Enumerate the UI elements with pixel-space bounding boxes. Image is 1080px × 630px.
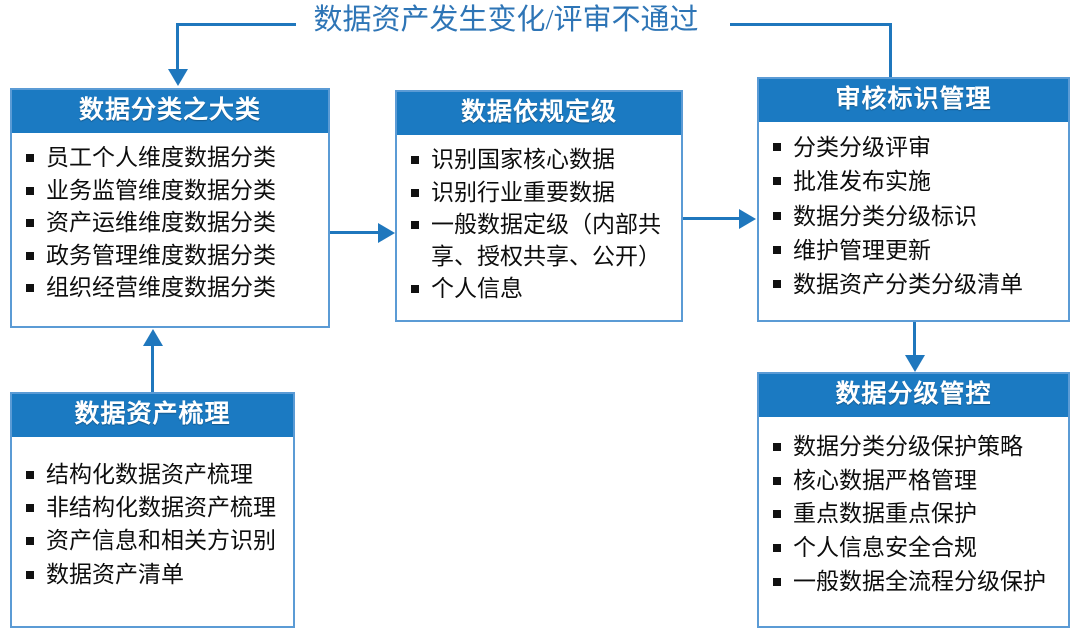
- list-item: 政务管理维度数据分类: [24, 240, 322, 272]
- connector-category-to-grading: [330, 231, 379, 234]
- connector-survey-to-category: [151, 345, 154, 392]
- list-item: 资产运维维度数据分类: [24, 207, 322, 239]
- box-audit-mark[interactable]: 审核标识管理 分类分级评审 批准发布实施 数据分类分级标识 维护管理更新 数据资…: [757, 77, 1070, 322]
- list-item: 组织经营维度数据分类: [24, 272, 322, 304]
- box-level-control-title: 数据分级管控: [759, 374, 1068, 417]
- list-item: 个人信息安全合规: [771, 532, 1062, 565]
- list-item: 个人信息: [409, 273, 675, 305]
- list-item: 数据资产清单: [24, 559, 287, 591]
- connector-audit-to-control: [913, 322, 916, 356]
- box-audit-mark-title: 审核标识管理: [759, 79, 1068, 122]
- list-item: 资产信息和相关方识别: [24, 525, 287, 557]
- connector-grading-to-audit: [683, 217, 740, 220]
- box-data-grading-title: 数据依规定级: [397, 92, 681, 135]
- loop-connector-right-vertical: [889, 23, 892, 79]
- list-item: 员工个人维度数据分类: [24, 142, 322, 174]
- box-data-category[interactable]: 数据分类之大类 员工个人维度数据分类 业务监管维度数据分类 资产运维维度数据分类…: [10, 88, 330, 328]
- list-item: 批准发布实施: [771, 165, 1062, 198]
- list-item: 识别国家核心数据: [409, 144, 675, 176]
- list-item: 分类分级评审: [771, 131, 1062, 164]
- box-level-control-body: 数据分类分级保护策略 核心数据严格管理 重点数据重点保护 个人信息安全合规 一般…: [759, 417, 1068, 626]
- arrowhead-survey-to-category-icon: [143, 329, 163, 346]
- list-item: 一般数据全流程分级保护: [771, 566, 1062, 599]
- list-item: 数据分类分级保护策略: [771, 431, 1062, 464]
- box-data-grading-body: 识别国家核心数据 识别行业重要数据 一般数据定级（内部共享、授权共享、公开） 个…: [397, 135, 681, 320]
- arrowhead-category-to-grading-icon: [378, 223, 395, 243]
- box-data-grading[interactable]: 数据依规定级 识别国家核心数据 识别行业重要数据 一般数据定级（内部共享、授权共…: [395, 90, 683, 322]
- list-item: 数据资产分类分级清单: [771, 268, 1062, 301]
- box-data-grading-list: 识别国家核心数据 识别行业重要数据 一般数据定级（内部共享、授权共享、公开） 个…: [409, 144, 675, 305]
- loop-connector-right-horizontal: [730, 23, 892, 26]
- box-asset-survey-list: 结构化数据资产梳理 非结构化数据资产梳理 资产信息和相关方识别 数据资产清单: [24, 459, 287, 591]
- box-data-category-list: 员工个人维度数据分类 业务监管维度数据分类 资产运维维度数据分类 政务管理维度数…: [24, 142, 322, 304]
- list-item: 数据分类分级标识: [771, 200, 1062, 233]
- loop-connector-left-vertical: [176, 23, 179, 69]
- box-level-control-list: 数据分类分级保护策略 核心数据严格管理 重点数据重点保护 个人信息安全合规 一般…: [771, 431, 1062, 598]
- list-item: 核心数据严格管理: [771, 465, 1062, 498]
- feedback-loop-label: 数据资产发生变化/评审不通过: [313, 4, 699, 36]
- box-asset-survey[interactable]: 数据资产梳理 结构化数据资产梳理 非结构化数据资产梳理 资产信息和相关方识别 数…: [10, 392, 295, 628]
- list-item: 识别行业重要数据: [409, 177, 675, 209]
- box-audit-mark-list: 分类分级评审 批准发布实施 数据分类分级标识 维护管理更新 数据资产分类分级清单: [771, 131, 1062, 302]
- list-item: 维护管理更新: [771, 234, 1062, 267]
- box-data-category-title: 数据分类之大类: [12, 90, 328, 133]
- box-asset-survey-body: 结构化数据资产梳理 非结构化数据资产梳理 资产信息和相关方识别 数据资产清单: [12, 437, 293, 626]
- box-data-category-body: 员工个人维度数据分类 业务监管维度数据分类 资产运维维度数据分类 政务管理维度数…: [12, 133, 328, 326]
- box-asset-survey-title: 数据资产梳理: [12, 394, 293, 437]
- loop-arrowhead-down-icon: [168, 69, 188, 86]
- arrowhead-grading-to-audit-icon: [739, 209, 756, 229]
- list-item: 结构化数据资产梳理: [24, 459, 287, 491]
- loop-connector-left-horizontal: [176, 23, 296, 26]
- list-item: 非结构化数据资产梳理: [24, 492, 287, 524]
- box-level-control[interactable]: 数据分级管控 数据分类分级保护策略 核心数据严格管理 重点数据重点保护 个人信息…: [757, 372, 1070, 628]
- box-audit-mark-body: 分类分级评审 批准发布实施 数据分类分级标识 维护管理更新 数据资产分类分级清单: [759, 122, 1068, 320]
- list-item: 重点数据重点保护: [771, 498, 1062, 531]
- list-item: 业务监管维度数据分类: [24, 175, 322, 207]
- arrowhead-audit-to-control-icon: [905, 355, 925, 372]
- list-item: 一般数据定级（内部共享、授权共享、公开）: [409, 209, 675, 272]
